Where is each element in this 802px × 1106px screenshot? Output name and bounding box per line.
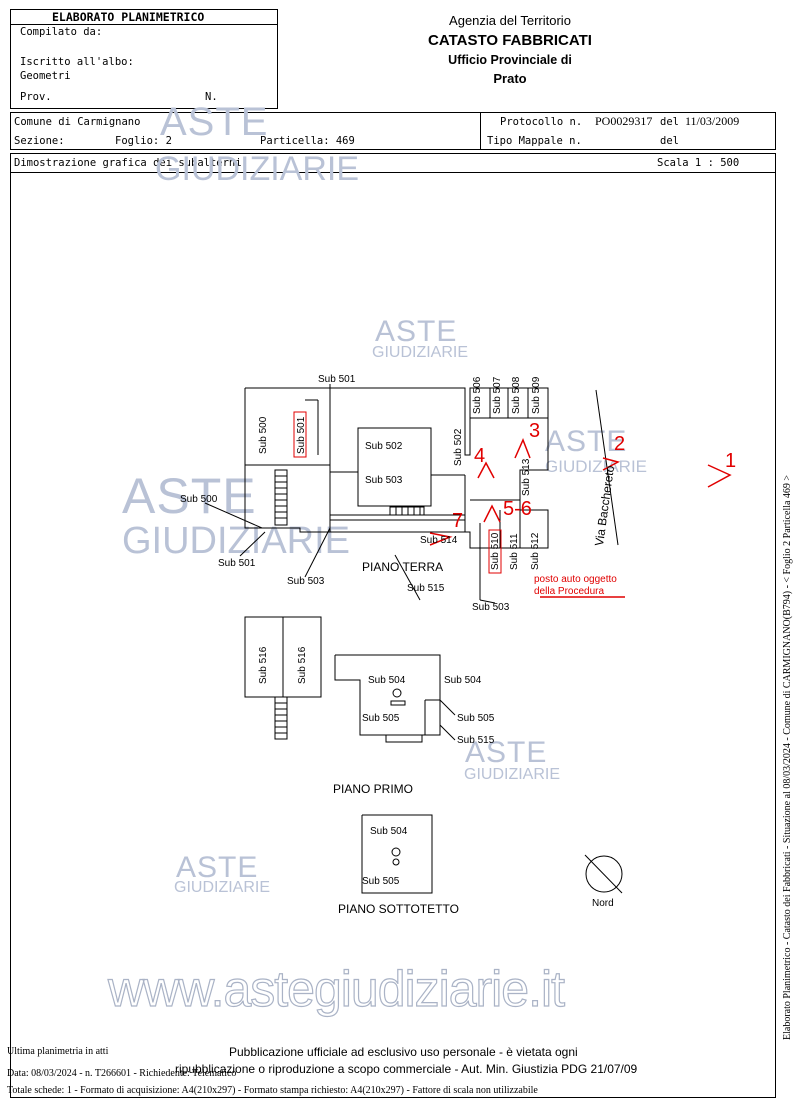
watermark-giudiziarie-1: GIUDIZIARIE <box>155 150 360 188</box>
label-sub511: Sub 511 <box>509 533 520 570</box>
label-sub505-p1-right: Sub 505 <box>457 713 495 724</box>
label-sub501-top: Sub 501 <box>318 374 356 385</box>
watermark-giudiziarie-5: GIUDIZIARIE <box>464 766 561 783</box>
side-vertical-text: Elaborato Planimetrico - Catasto dei Fab… <box>782 474 793 1040</box>
watermark-aste-3: ASTE <box>545 425 628 458</box>
marker-4: 4 <box>474 445 486 467</box>
n-label: N. <box>205 91 218 103</box>
label-piano-sottotetto: PIANO SOTTOTETTO <box>338 902 459 916</box>
protocollo-date: 11/03/2009 <box>685 114 740 128</box>
info-row-divider <box>480 112 481 150</box>
scala-label: Scala 1 : 500 <box>657 157 740 169</box>
note-posto-auto-2: della Procedura <box>534 586 605 597</box>
del-label: del <box>660 116 679 128</box>
watermark-aste-4: ASTE <box>122 468 257 524</box>
watermark-aste-6: ASTE <box>176 851 259 884</box>
protocollo-label: Protocollo n. <box>500 116 583 128</box>
label-sub514: Sub 514 <box>420 535 458 546</box>
label-sub506: Sub 506 <box>472 376 483 414</box>
dimostrazione-label: Dimostrazione grafica dei subalterni <box>14 157 242 169</box>
label-sub505-st: Sub 505 <box>362 876 400 887</box>
label-sub504-p1: Sub 504 <box>368 675 406 686</box>
label-sub516-a: Sub 516 <box>258 646 269 684</box>
watermark-aste-5: ASTE <box>465 736 548 769</box>
watermark-giudiziarie-4: GIUDIZIARIE <box>122 520 351 562</box>
watermark-giudiziarie-2: GIUDIZIARIE <box>372 344 469 361</box>
compilato-label: Compilato da: <box>20 26 103 38</box>
title-underline <box>10 24 278 25</box>
footer-publication-line2: ripubblicazione o riproduzione a scopo c… <box>175 1062 638 1076</box>
note-posto-auto-1: posto auto oggetto <box>534 574 617 585</box>
footer-publication-line1: Pubblicazione ufficiale ad esclusivo uso… <box>229 1045 578 1059</box>
agency-line1: Agenzia del Territorio <box>449 13 571 28</box>
footer-data: Data: 08/03/2024 - n. T266601 - Richiede… <box>7 1068 237 1079</box>
label-sub501-bottom: Sub 501 <box>218 558 256 569</box>
marker-2: 2 <box>614 433 626 455</box>
label-sub510: Sub 510 <box>490 532 501 570</box>
label-sub505-p1: Sub 505 <box>362 713 400 724</box>
marker-1: 1 <box>725 450 737 472</box>
label-sub501-vertical: Sub 501 <box>296 416 307 454</box>
footer-totale: Totale schede: 1 - Formato di acquisizio… <box>7 1085 538 1096</box>
label-piano-terra: PIANO TERRA <box>362 560 444 574</box>
marker-5-6: 5-6 <box>503 498 532 520</box>
watermark-aste-2: ASTE <box>375 315 458 348</box>
label-sub515-p1: Sub 515 <box>457 735 495 746</box>
label-sub509: Sub 509 <box>531 376 542 414</box>
sezione-label: Sezione: <box>14 135 65 147</box>
agency-line4: Prato <box>493 71 527 86</box>
label-sub504-p1-right: Sub 504 <box>444 675 482 686</box>
protocollo-value: PO0029317 <box>595 114 653 128</box>
marker-7: 7 <box>452 510 464 532</box>
drawing-frame <box>10 153 776 1098</box>
form-title: ELABORATO PLANIMETRICO <box>52 10 205 24</box>
geometri-label: Geometri <box>20 70 71 82</box>
label-sub502: Sub 502 <box>365 441 403 452</box>
watermark-giudiziarie-6: GIUDIZIARIE <box>174 879 271 896</box>
label-sub512: Sub 512 <box>530 532 541 570</box>
label-sub503-right: Sub 503 <box>472 602 510 613</box>
watermark-site: www.astegiudiziarie.it <box>107 960 565 1017</box>
label-sub502-vertical: Sub 502 <box>453 428 464 466</box>
foglio-label: Foglio: 2 <box>115 135 172 147</box>
label-sub516-b: Sub 516 <box>297 646 308 684</box>
agency-line3: Ufficio Provinciale di <box>448 53 572 67</box>
label-sub507: Sub 507 <box>492 376 503 414</box>
marker-3: 3 <box>529 420 541 442</box>
watermark-giudiziarie-3: GIUDIZIARIE <box>545 457 648 476</box>
watermark-aste-1: ASTE <box>160 100 269 144</box>
tipo-mappale-label: Tipo Mappale n. <box>487 135 582 147</box>
label-sub503-bottom: Sub 503 <box>287 576 325 587</box>
header-title-box <box>10 9 278 109</box>
agency-line2: CATASTO FABBRICATI <box>428 32 592 49</box>
label-sub503-inner: Sub 503 <box>365 475 403 486</box>
info-row-box <box>10 112 776 150</box>
label-sub504-st: Sub 504 <box>370 826 408 837</box>
footer-ultima: Ultima planimetria in atti <box>7 1046 109 1057</box>
label-sub500-vertical: Sub 500 <box>258 416 269 454</box>
label-sub508: Sub 508 <box>511 376 522 414</box>
comune-label: Comune di Carmignano <box>14 116 141 128</box>
label-sub515: Sub 515 <box>407 583 445 594</box>
label-piano-primo: PIANO PRIMO <box>333 782 414 796</box>
label-sub500-diag: Sub 500 <box>180 494 218 505</box>
iscritto-label: Iscritto all'albo: <box>20 56 134 68</box>
del2-label: del <box>660 135 679 147</box>
prov-label: Prov. <box>20 91 52 103</box>
label-nord: Nord <box>592 898 614 909</box>
drawing-header-rule <box>10 172 776 173</box>
label-sub513: Sub 513 <box>521 458 532 496</box>
particella-label: Particella: 469 <box>260 135 355 147</box>
